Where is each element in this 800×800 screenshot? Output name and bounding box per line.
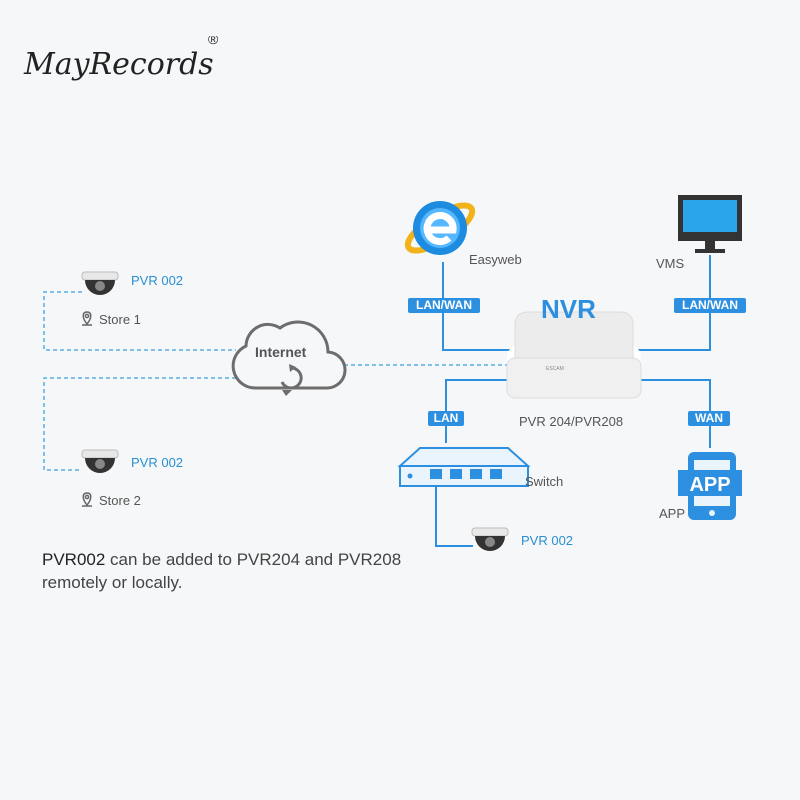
app-link-tag: WAN	[688, 411, 730, 426]
store2-dashed-line	[43, 377, 236, 471]
network-switch-icon	[397, 447, 531, 487]
caption: PVR002 can be added to PVR204 and PVR208…	[42, 548, 422, 594]
switch-link-tag: LAN	[428, 411, 464, 426]
monitor-icon	[678, 195, 742, 253]
dome-camera-icon	[471, 527, 509, 551]
brand-logo: MayRecords ®	[22, 31, 222, 111]
store1-label: Store 1	[99, 312, 141, 327]
vms-link-tag: LAN/WAN	[674, 298, 746, 313]
camera-switch-label: PVR 002	[521, 533, 574, 548]
vms-label: VMS	[656, 256, 685, 271]
dashed-links	[43, 291, 512, 471]
store2-label: Store 2	[99, 493, 141, 508]
dome-camera-icon	[81, 449, 119, 473]
app-label: APP	[659, 506, 686, 521]
nvr-model: PVR 204/PVR208	[519, 414, 624, 429]
store1-dashed-line	[43, 291, 236, 351]
easyweb-label: Easyweb	[469, 252, 522, 267]
brand-logo-text: MayRecords	[23, 47, 214, 82]
mobile-app-icon: APP	[678, 452, 742, 520]
easyweb-link-line	[442, 262, 512, 351]
cloud-icon	[231, 320, 347, 396]
dome-camera-icon	[81, 271, 119, 295]
nvr-title: NVR	[541, 294, 596, 324]
brand-logo-script: MayRecords ®	[23, 31, 219, 82]
app-icon-text: APP	[689, 474, 730, 496]
camera-store2-label: PVR 002	[131, 455, 184, 470]
internet-label: Internet	[255, 344, 307, 360]
camera-store1-label: PVR 002	[131, 273, 184, 288]
caption-highlight: PVR002	[42, 550, 106, 569]
registered-mark: ®	[208, 36, 219, 47]
vms-link-line	[636, 255, 711, 351]
ie-browser-icon	[404, 201, 476, 255]
caption-text: can be added to PVR204 and PVR208 remote…	[42, 550, 402, 592]
easyweb-link-tag: LAN/WAN	[408, 298, 480, 313]
location-pin-icon	[82, 492, 92, 507]
switch-label: Switch	[525, 474, 564, 489]
switch-camera-link-line	[435, 484, 473, 547]
nvr-brand: ESCAM	[546, 366, 564, 372]
location-pin-icon	[82, 311, 92, 326]
nvr-box-icon: ESCAM	[506, 311, 642, 399]
